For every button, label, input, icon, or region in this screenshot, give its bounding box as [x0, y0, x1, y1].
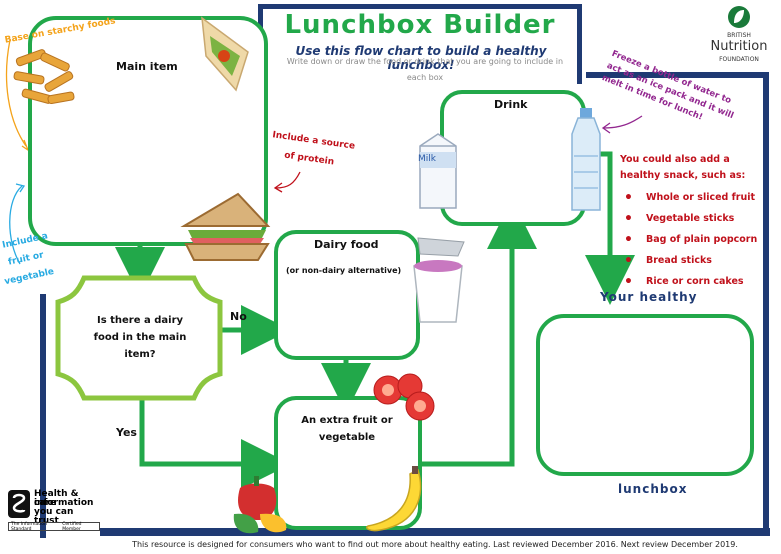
- page-title: Lunchbox Builder: [284, 10, 556, 40]
- snack-item: Rice or corn cakes: [620, 274, 770, 297]
- yes-label: Yes: [116, 426, 137, 439]
- badge-foot-left: The Information Standard: [11, 521, 47, 532]
- milk-carton-image: [419, 133, 457, 209]
- badge-foot-right: Certified Member: [62, 521, 82, 532]
- frame-bottom-bar: [100, 528, 770, 536]
- snack-intro-1: You could also add a: [620, 154, 730, 165]
- peppers-image: [233, 476, 287, 534]
- frame-left-bar: [40, 294, 46, 538]
- badge-line-2: information: [34, 498, 94, 508]
- extra-fruit-box[interactable]: [274, 396, 422, 530]
- logo-line-1: BRITISH: [727, 32, 751, 39]
- main-item-label: Main item: [116, 60, 178, 73]
- bnf-logo: BRITISH Nutrition FOUNDATION: [700, 4, 778, 66]
- info-standard-icon: [8, 490, 30, 518]
- yogurt-image: [413, 237, 465, 323]
- frame-top-right-bar: [586, 72, 766, 78]
- page-subtitle: Use this flow chart to build a healthy l…: [295, 44, 547, 72]
- snack-item: Bread sticks: [620, 253, 770, 276]
- water-bottle-image: [571, 108, 601, 211]
- badge-foot: The Information Standard Certified Membe…: [8, 521, 100, 532]
- badge-line-1: Health & care: [34, 489, 79, 508]
- wrap-image: [201, 16, 249, 92]
- snack-list: Whole or sliced fruit Vegetable sticks B…: [620, 190, 770, 297]
- dairy-food-box[interactable]: [274, 230, 420, 360]
- info-standard-badge: Health & care information you can trust …: [8, 490, 100, 540]
- dairy-food-label: Dairy food: [314, 238, 379, 251]
- page-instruction: Write down or draw the food or drink tha…: [286, 57, 564, 82]
- footer-text: This resource is designed for consumers …: [132, 540, 738, 549]
- healthy-lunchbox-box[interactable]: [536, 314, 754, 476]
- logo-line-3: FOUNDATION: [719, 56, 759, 63]
- tomato-slices-image: [373, 373, 435, 421]
- drink-label: Drink: [494, 98, 528, 111]
- badge-line-3: you can trust: [34, 507, 74, 526]
- banana-image: [366, 466, 422, 532]
- dairy-question-shape: [55, 275, 223, 401]
- dairy-food-sublabel: (or non-dairy alternative): [286, 266, 402, 275]
- healthy-lunchbox-title-bottom: lunchbox: [618, 482, 688, 496]
- logo-line-2: Nutrition: [710, 39, 768, 54]
- snack-item: Vegetable sticks: [620, 211, 770, 234]
- no-label: No: [230, 310, 247, 323]
- snack-item: Whole or sliced fruit: [620, 190, 770, 213]
- snack-intro-2: healthy snack, such as:: [620, 170, 746, 181]
- milk-carton-label: Milk: [418, 154, 436, 164]
- sandwich-image: [180, 192, 271, 261]
- pasta-image: [13, 49, 75, 105]
- frame-right-bar: [763, 72, 769, 532]
- snack-item: Bag of plain popcorn: [620, 232, 770, 255]
- bnf-leaf-icon: [728, 6, 750, 28]
- extra-fruit-label: An extra fruit or vegetable: [301, 415, 393, 443]
- dairy-question-text: Is there a dairy food in the main item?: [93, 315, 187, 360]
